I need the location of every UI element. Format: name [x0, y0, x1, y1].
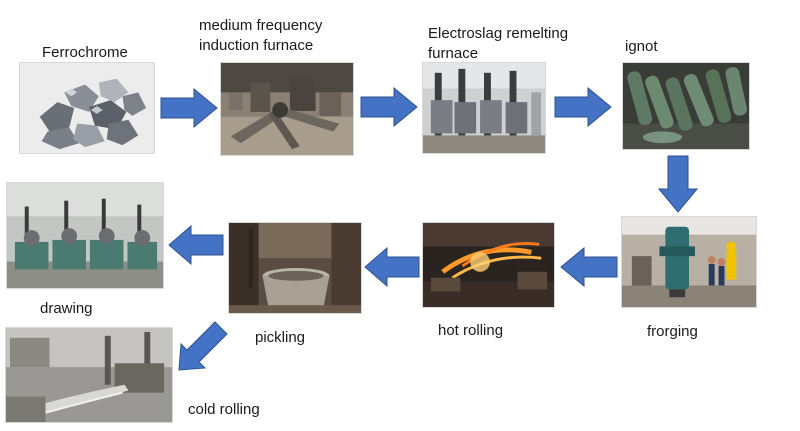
photo-cold-rolling: [5, 327, 173, 423]
photo-ferrochrome: [19, 62, 155, 154]
label-cold-rolling: cold rolling: [188, 401, 260, 418]
photo-electroslag-furnace: [422, 62, 546, 154]
label-ferrochrome: Ferrochrome: [42, 44, 128, 61]
label-ingot: ignot: [625, 38, 658, 55]
label-esr-furnace-line1: Electroslag remelting: [428, 25, 569, 42]
arrow-left-3: [168, 225, 224, 265]
photo-pickling: [228, 222, 362, 314]
arrow-down: [658, 155, 698, 213]
arrow-right-2: [360, 87, 418, 127]
photo-drawing: [6, 182, 164, 289]
label-hot-rolling: hot rolling: [438, 322, 504, 339]
arrow-left-2: [364, 247, 420, 287]
arrow-right-1: [160, 88, 218, 128]
label-mf-furnace-line2: induction furnace: [199, 37, 314, 54]
photo-hot-rolling: [422, 222, 555, 308]
label-pickling: pickling: [255, 329, 306, 346]
photo-ingot: [622, 62, 750, 150]
arrow-down-left: [175, 318, 231, 374]
label-drawing: drawing: [40, 300, 93, 317]
arrow-right-3: [554, 87, 612, 127]
label-mf-furnace-line1: medium frequency: [199, 17, 323, 34]
label-esr-furnace-line2: furnace: [428, 45, 479, 62]
label-forging: frorging: [647, 323, 698, 340]
arrow-left-1: [560, 247, 618, 287]
photo-forging: [621, 216, 757, 308]
photo-induction-furnace: [220, 62, 354, 156]
